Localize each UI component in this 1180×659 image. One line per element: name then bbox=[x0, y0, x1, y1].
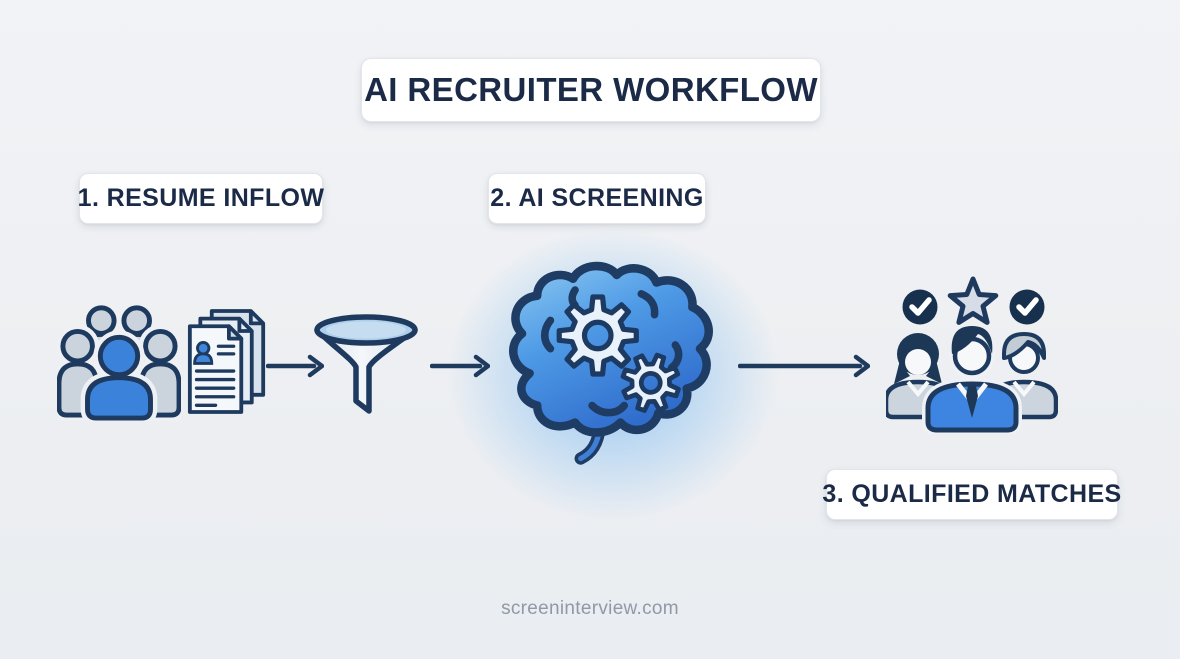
step-label-qualified-matches: 3. QUALIFIED MATCHES bbox=[822, 469, 1121, 520]
funnel-icon bbox=[314, 314, 418, 414]
step-label-resume-inflow: 1. RESUME INFLOW bbox=[77, 173, 325, 224]
woman-candidate bbox=[886, 333, 953, 420]
watermark-text: screeninterview.com bbox=[501, 598, 679, 619]
star-icon bbox=[947, 276, 999, 325]
step-label-ai-screening: 2. AI SCREENING bbox=[488, 173, 706, 224]
lead-candidate bbox=[922, 326, 1022, 434]
step-3-text: 3. QUALIFIED MATCHES bbox=[822, 480, 1122, 508]
step-2-text: 2. AI SCREENING bbox=[490, 184, 704, 212]
arrow-right-icon bbox=[430, 354, 490, 378]
watermark: screeninterview.com bbox=[0, 598, 1180, 620]
people-check-icon bbox=[886, 276, 1058, 434]
arrow-right-icon bbox=[266, 354, 324, 378]
people-group-icon bbox=[57, 305, 181, 421]
page-title-text: AI RECRUITER WORKFLOW bbox=[364, 71, 818, 108]
brain-gears-icon bbox=[509, 261, 713, 465]
resume-stack-icon bbox=[187, 309, 266, 414]
tie bbox=[966, 386, 978, 418]
page-title: AI RECRUITER WORKFLOW bbox=[361, 58, 821, 122]
step-1-text: 1. RESUME INFLOW bbox=[77, 184, 325, 212]
check-circle-icon bbox=[902, 289, 938, 325]
arrow-right-icon bbox=[738, 354, 870, 378]
check-circle-icon bbox=[1009, 289, 1045, 325]
